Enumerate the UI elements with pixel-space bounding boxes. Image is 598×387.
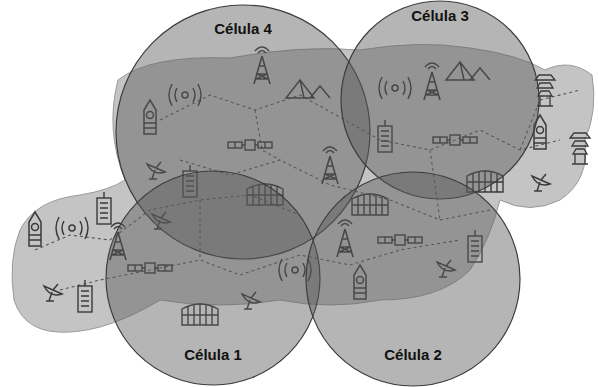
cell-circle: Célula 2 bbox=[305, 171, 521, 387]
cell-circle: Célula 1 bbox=[105, 170, 321, 386]
cell-outline bbox=[340, 0, 540, 200]
cell-label: Célula 4 bbox=[214, 21, 272, 38]
cell-circle: Célula 3 bbox=[340, 0, 540, 200]
cell-label: Célula 2 bbox=[384, 347, 442, 364]
cell-label: Célula 1 bbox=[184, 347, 242, 364]
cell-label: Célula 3 bbox=[411, 8, 469, 25]
